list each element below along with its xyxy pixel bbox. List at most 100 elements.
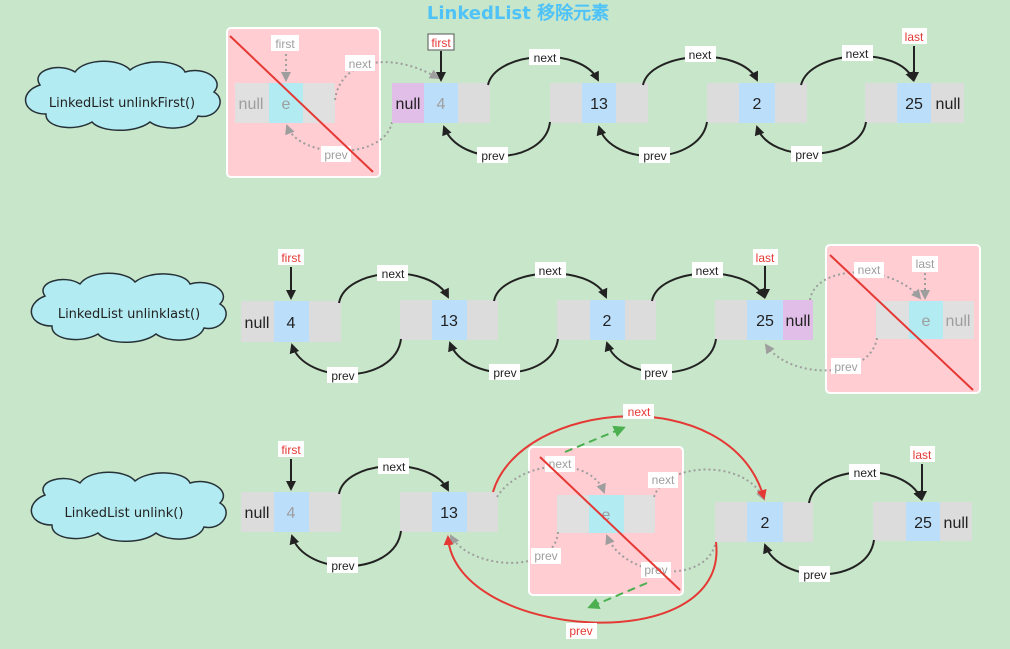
- page-title: LinkedList 移除元素: [427, 2, 609, 24]
- node-cell: [557, 300, 590, 340]
- node-cell: [747, 502, 783, 542]
- new-prev-link: [443, 535, 718, 624]
- label-bg: [648, 472, 678, 488]
- label-bg: [639, 147, 670, 163]
- node-value: 25: [905, 96, 923, 113]
- detach-arrow: [587, 582, 648, 610]
- node-cell: [775, 83, 807, 123]
- node-cell: [865, 83, 897, 123]
- node-value: 13: [590, 96, 608, 113]
- node-cell: [589, 495, 624, 533]
- old-prev-label: prev: [324, 148, 347, 162]
- node-cell: [715, 502, 747, 542]
- method-cloud: LinkedList unlink(): [30, 471, 227, 542]
- label-bg: [327, 557, 358, 573]
- row-unlinklast: LinkedList unlinklast() null 4 first 13 …: [30, 244, 981, 394]
- node-cell: [940, 502, 972, 541]
- prev-label: prev: [493, 366, 516, 380]
- new-prev-label: prev: [569, 624, 592, 638]
- next-label: next: [846, 47, 869, 61]
- node-cell: [432, 300, 467, 340]
- element-label: e: [602, 507, 611, 524]
- old-next-link: [809, 271, 922, 301]
- label-bg: [842, 45, 873, 61]
- label-bg: [377, 265, 408, 281]
- node-value: 13: [440, 313, 458, 330]
- prev-label: prev: [331, 559, 354, 573]
- node-cell: [303, 83, 335, 123]
- last-label: last: [756, 251, 775, 265]
- next-label: next: [382, 267, 405, 281]
- prev-label: prev: [803, 568, 826, 582]
- next-label: next: [696, 264, 719, 278]
- node-cell: [739, 83, 775, 123]
- prev-label: prev: [644, 366, 667, 380]
- label-bg: [854, 262, 884, 278]
- node-cell: [931, 83, 964, 123]
- node-cell: [309, 492, 341, 532]
- method-label: LinkedList unlinklast(): [58, 307, 200, 322]
- label-bg: [912, 256, 938, 272]
- label-bg: [910, 446, 935, 462]
- node-cell: [906, 502, 940, 541]
- node-value: 2: [603, 313, 612, 330]
- node-value: 2: [753, 96, 762, 113]
- label-bg: [831, 358, 861, 374]
- label-bg: [692, 262, 723, 278]
- first-label: first: [281, 251, 301, 265]
- node-cell: [747, 300, 783, 340]
- method-label: LinkedList unlinkFirst(): [49, 96, 195, 111]
- node-cell: [235, 83, 269, 123]
- strike-line: [229, 35, 374, 173]
- label-bg: [791, 146, 822, 162]
- node-cell: [400, 300, 432, 340]
- node-cell: [309, 301, 341, 342]
- old-next-label: next: [652, 473, 675, 487]
- label-bg: [685, 46, 716, 62]
- next-label: next: [539, 264, 562, 278]
- node-value: 4: [287, 505, 296, 522]
- label-bg: [327, 367, 358, 383]
- null-label: null: [936, 96, 961, 113]
- label-bg: [623, 404, 654, 419]
- null-label: null: [245, 315, 270, 332]
- node-cell: [424, 83, 458, 123]
- node-cell: [873, 502, 906, 541]
- null-label: null: [245, 505, 270, 522]
- prev-label: prev: [481, 149, 504, 163]
- node-cell: [467, 300, 498, 340]
- node-cell: [550, 83, 582, 123]
- null-label: null: [786, 313, 811, 330]
- prev-label: prev: [795, 148, 818, 162]
- node-cell: [590, 300, 625, 340]
- old-next-label: next: [549, 457, 572, 471]
- next-label: next: [689, 48, 712, 62]
- label-bg: [489, 364, 520, 380]
- node-cell: [783, 300, 813, 340]
- node-cell: [897, 83, 931, 123]
- node-cell: [876, 301, 909, 339]
- node-cell: [582, 83, 616, 123]
- label-bg: [531, 548, 561, 564]
- node-cell: [400, 492, 432, 532]
- label-bg: [799, 566, 830, 582]
- null-label: null: [239, 96, 264, 113]
- node-value: 4: [437, 96, 446, 113]
- old-last-label: last: [916, 257, 935, 271]
- label-bg: [271, 35, 299, 51]
- node-cell: [943, 301, 974, 339]
- new-next-label: next: [628, 405, 651, 419]
- first-label: first: [431, 36, 451, 50]
- old-prev-link: [450, 531, 559, 564]
- old-prev-label: prev: [534, 549, 557, 563]
- null-label: null: [946, 313, 971, 330]
- label-bg: [535, 262, 566, 278]
- node-value: 4: [287, 315, 296, 332]
- label-bg: [753, 249, 778, 265]
- node-cell: [241, 301, 274, 342]
- node-cell: [624, 495, 655, 533]
- node-cell: [616, 83, 648, 123]
- node-cell: [458, 83, 490, 123]
- strike-line: [539, 456, 681, 591]
